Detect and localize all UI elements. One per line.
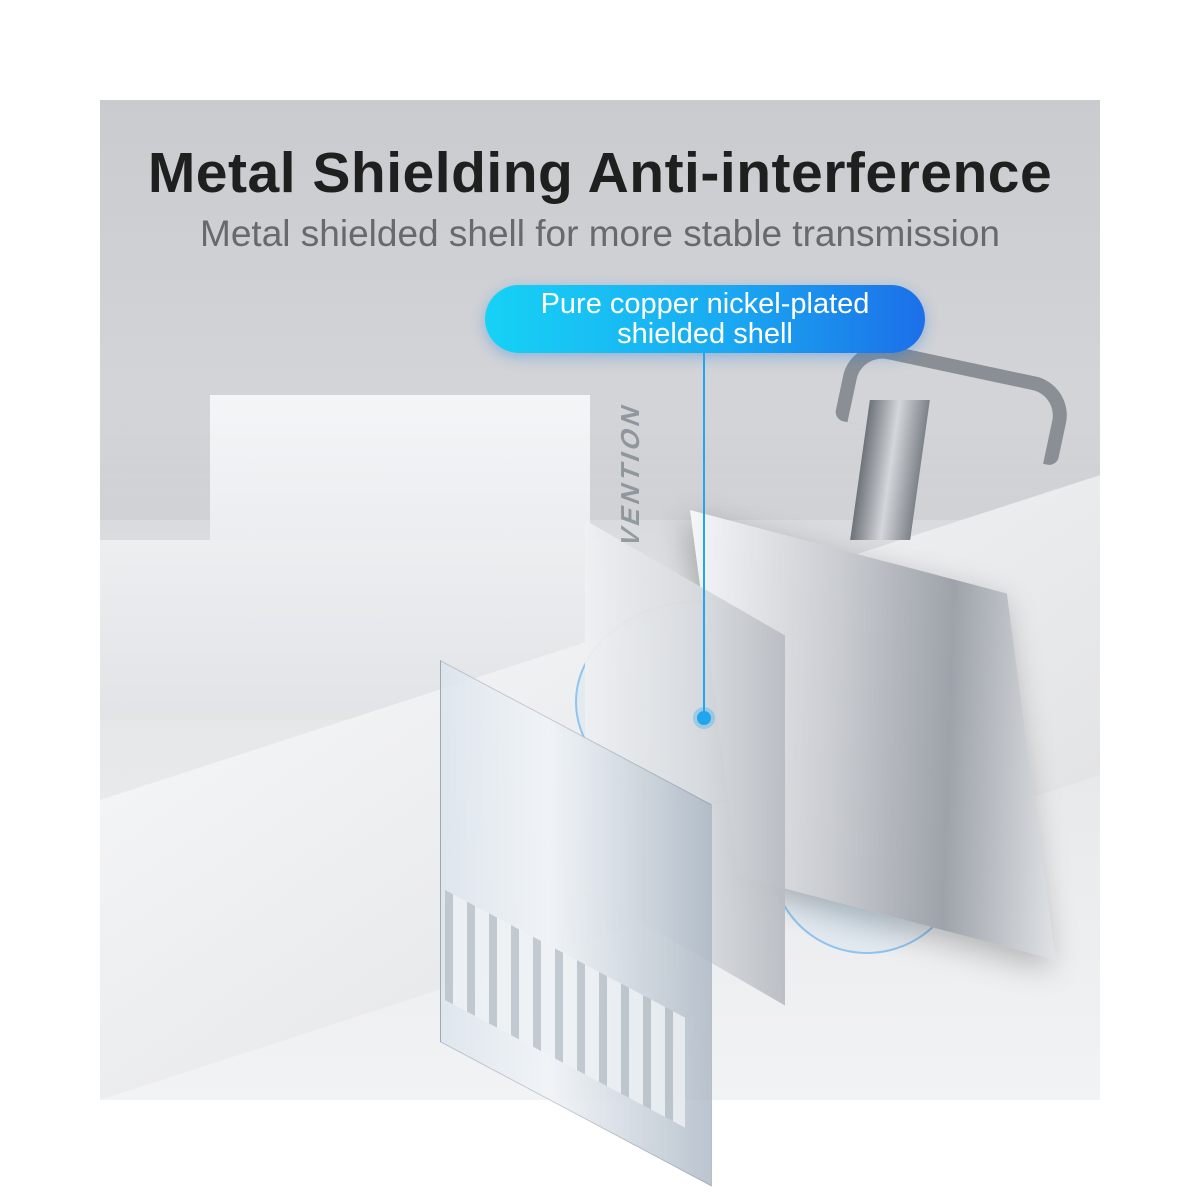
- callout-leader-line: [703, 353, 705, 715]
- headline: Metal Shielding Anti-interference: [147, 141, 1053, 205]
- callout-line-2: shielded shell: [617, 318, 793, 350]
- subheadline: Metal shielded shell for more stable tra…: [200, 213, 1000, 254]
- brand-logo: VENTION: [615, 396, 645, 551]
- callout-pointer-dot: [697, 711, 711, 725]
- callout-line-1: Pure copper nickel-plated: [540, 288, 870, 320]
- feature-callout: Pure copper nickel-plated shielded shell: [485, 285, 925, 353]
